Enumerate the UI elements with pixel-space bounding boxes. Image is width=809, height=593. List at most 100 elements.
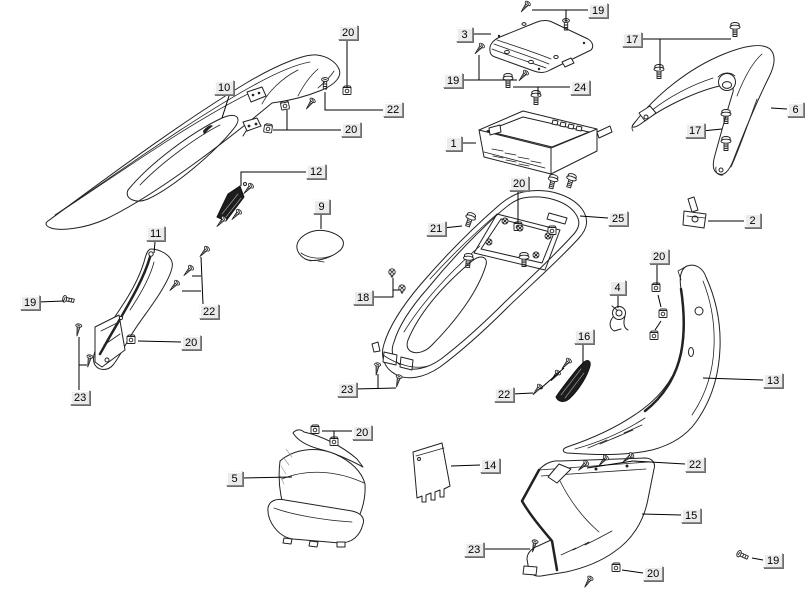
tap-icon bbox=[86, 354, 94, 368]
tap-icon bbox=[199, 245, 210, 257]
part-16-bracket bbox=[555, 360, 591, 402]
clip-icon bbox=[651, 282, 661, 292]
tap-icon bbox=[306, 97, 316, 110]
callout-14[interactable]: 14 bbox=[480, 458, 501, 473]
cross-icon bbox=[532, 251, 540, 259]
callout-22[interactable]: 22 bbox=[494, 387, 515, 402]
screw-icon bbox=[736, 550, 749, 560]
callout-4[interactable]: 4 bbox=[609, 280, 626, 295]
tap-icon bbox=[561, 357, 572, 370]
clip-icon bbox=[658, 308, 668, 318]
callout-22[interactable]: 22 bbox=[199, 304, 220, 319]
bolt-icon bbox=[547, 174, 559, 190]
bolt-icon bbox=[465, 212, 477, 228]
callout-15[interactable]: 15 bbox=[681, 508, 702, 523]
callout-20[interactable]: 20 bbox=[509, 176, 530, 191]
tap-icon bbox=[395, 374, 403, 388]
part-12-bracket bbox=[216, 182, 247, 222]
callout-3[interactable]: 3 bbox=[456, 27, 473, 42]
tap-icon bbox=[474, 42, 485, 55]
callout-23[interactable]: 23 bbox=[464, 542, 485, 557]
part-9-lid bbox=[296, 229, 344, 263]
tap-icon bbox=[231, 208, 242, 220]
bolt-icon bbox=[653, 64, 665, 79]
tap-icon bbox=[216, 215, 227, 227]
callout-19[interactable]: 19 bbox=[763, 553, 784, 568]
callout-10[interactable]: 10 bbox=[214, 80, 235, 95]
clip-icon bbox=[649, 330, 659, 340]
bolt-icon bbox=[502, 73, 514, 88]
callout-20[interactable]: 20 bbox=[338, 25, 359, 40]
callout-19[interactable]: 19 bbox=[443, 73, 464, 88]
part-3-battery-cover bbox=[489, 20, 594, 73]
cross-icon bbox=[544, 232, 552, 240]
part-1-battery-box bbox=[478, 110, 613, 175]
bolt-icon bbox=[462, 253, 474, 269]
tap-icon bbox=[578, 459, 590, 471]
part-14-notched-plate bbox=[412, 442, 451, 503]
callout-18[interactable]: 18 bbox=[353, 290, 374, 305]
callout-20[interactable]: 20 bbox=[649, 249, 670, 264]
part-4-clamp bbox=[609, 305, 629, 332]
tap-icon bbox=[518, 69, 529, 82]
callout-11[interactable]: 11 bbox=[146, 226, 166, 241]
clip-icon bbox=[611, 562, 621, 572]
callout-23[interactable]: 23 bbox=[337, 382, 358, 397]
part-5-center-cover bbox=[267, 429, 366, 548]
bolt-icon bbox=[530, 90, 542, 105]
callout-19[interactable]: 19 bbox=[20, 295, 41, 310]
clip-icon bbox=[263, 123, 273, 134]
callout-20[interactable]: 20 bbox=[341, 122, 362, 137]
clip-icon bbox=[310, 424, 320, 434]
callout-22[interactable]: 22 bbox=[383, 102, 404, 117]
part-6-grab-rail bbox=[631, 45, 775, 176]
callout-21[interactable]: 21 bbox=[426, 221, 447, 236]
part-13-side-panel bbox=[562, 264, 721, 456]
callout-6[interactable]: 6 bbox=[787, 102, 804, 117]
callout-2[interactable]: 2 bbox=[744, 213, 761, 228]
callout-5[interactable]: 5 bbox=[226, 471, 243, 486]
callout-17[interactable]: 17 bbox=[685, 123, 706, 138]
bolt-icon bbox=[720, 136, 732, 151]
tap-icon bbox=[75, 323, 83, 337]
part-2-bracket bbox=[682, 196, 707, 229]
tap-icon bbox=[374, 362, 382, 376]
bolt-icon bbox=[729, 22, 741, 37]
bolt-icon bbox=[720, 109, 732, 124]
callout-25[interactable]: 25 bbox=[608, 211, 629, 226]
callout-16[interactable]: 16 bbox=[574, 329, 595, 344]
callout-13[interactable]: 13 bbox=[763, 373, 784, 388]
cross-icon bbox=[516, 224, 524, 232]
tap-icon bbox=[598, 454, 609, 467]
callout-19[interactable]: 19 bbox=[588, 3, 609, 18]
cross-icon bbox=[501, 217, 509, 225]
dome-icon bbox=[398, 284, 406, 294]
tap-icon bbox=[169, 279, 180, 291]
screw-icon bbox=[321, 77, 329, 90]
tap-icon bbox=[520, 0, 531, 13]
part-15-lower-panel bbox=[520, 457, 655, 577]
part-11-inner-panel bbox=[93, 248, 173, 370]
tap-icon bbox=[183, 264, 194, 276]
tap-icon bbox=[622, 452, 635, 463]
callout-24[interactable]: 24 bbox=[570, 80, 591, 95]
callout-20[interactable]: 20 bbox=[181, 335, 202, 350]
clip-icon bbox=[547, 225, 557, 235]
callout-23[interactable]: 23 bbox=[70, 390, 91, 405]
callout-1[interactable]: 1 bbox=[445, 136, 462, 151]
callout-20[interactable]: 20 bbox=[643, 566, 664, 581]
bolt-icon bbox=[518, 252, 530, 267]
callout-20[interactable]: 20 bbox=[352, 425, 373, 440]
tap-icon bbox=[531, 539, 539, 553]
cross-icon bbox=[485, 238, 493, 246]
callout-12[interactable]: 12 bbox=[306, 164, 327, 179]
leader-lines bbox=[37, 9, 788, 574]
tap-icon bbox=[532, 383, 543, 396]
callout-17[interactable]: 17 bbox=[622, 32, 643, 47]
callout-22[interactable]: 22 bbox=[685, 457, 706, 472]
tap-icon bbox=[584, 575, 594, 588]
callout-9[interactable]: 9 bbox=[313, 199, 330, 214]
dome-icon bbox=[388, 268, 396, 278]
